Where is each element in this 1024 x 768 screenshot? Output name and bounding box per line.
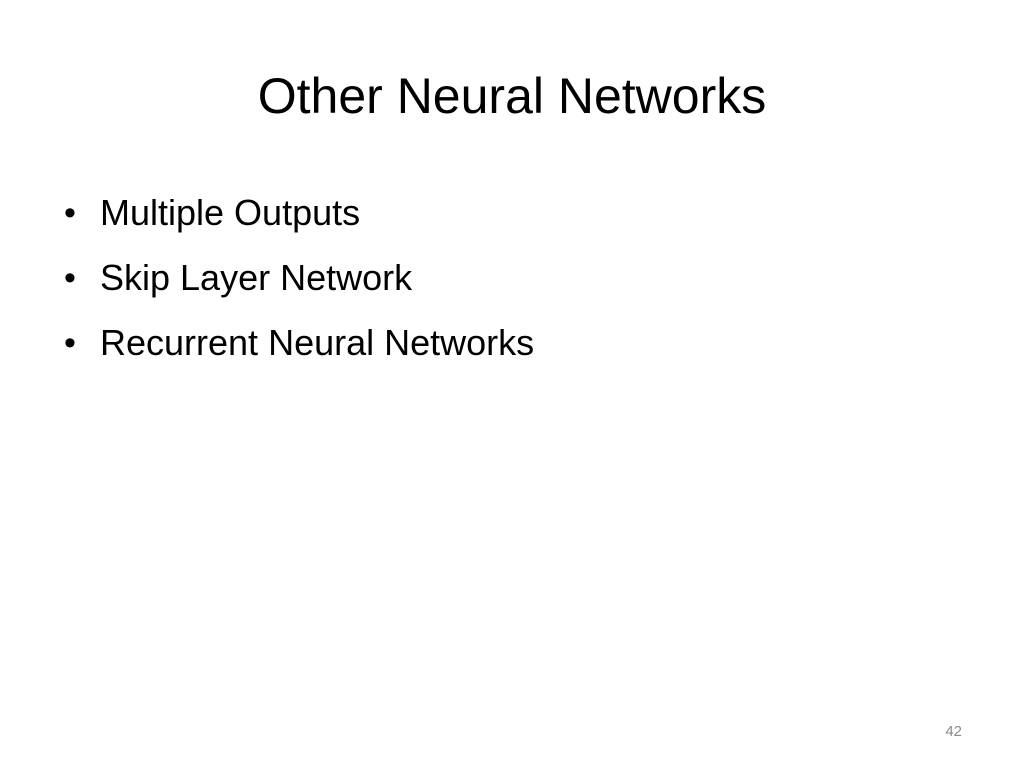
bullet-icon: •: [64, 194, 76, 232]
bullet-item-recurrent-neural-networks: • Recurrent Neural Networks: [60, 318, 534, 368]
bullet-text: Multiple Outputs: [100, 192, 361, 233]
page-number: 42: [945, 723, 962, 740]
bullet-icon: •: [64, 324, 76, 362]
bullet-list: • Multiple Outputs • Skip Layer Network …: [60, 188, 534, 383]
bullet-item-multiple-outputs: • Multiple Outputs: [60, 188, 534, 238]
bullet-icon: •: [64, 259, 76, 297]
bullet-item-skip-layer-network: • Skip Layer Network: [60, 253, 534, 303]
bullet-text: Skip Layer Network: [100, 257, 413, 298]
slide-title: Other Neural Networks: [257, 68, 767, 124]
bullet-text: Recurrent Neural Networks: [100, 322, 535, 363]
